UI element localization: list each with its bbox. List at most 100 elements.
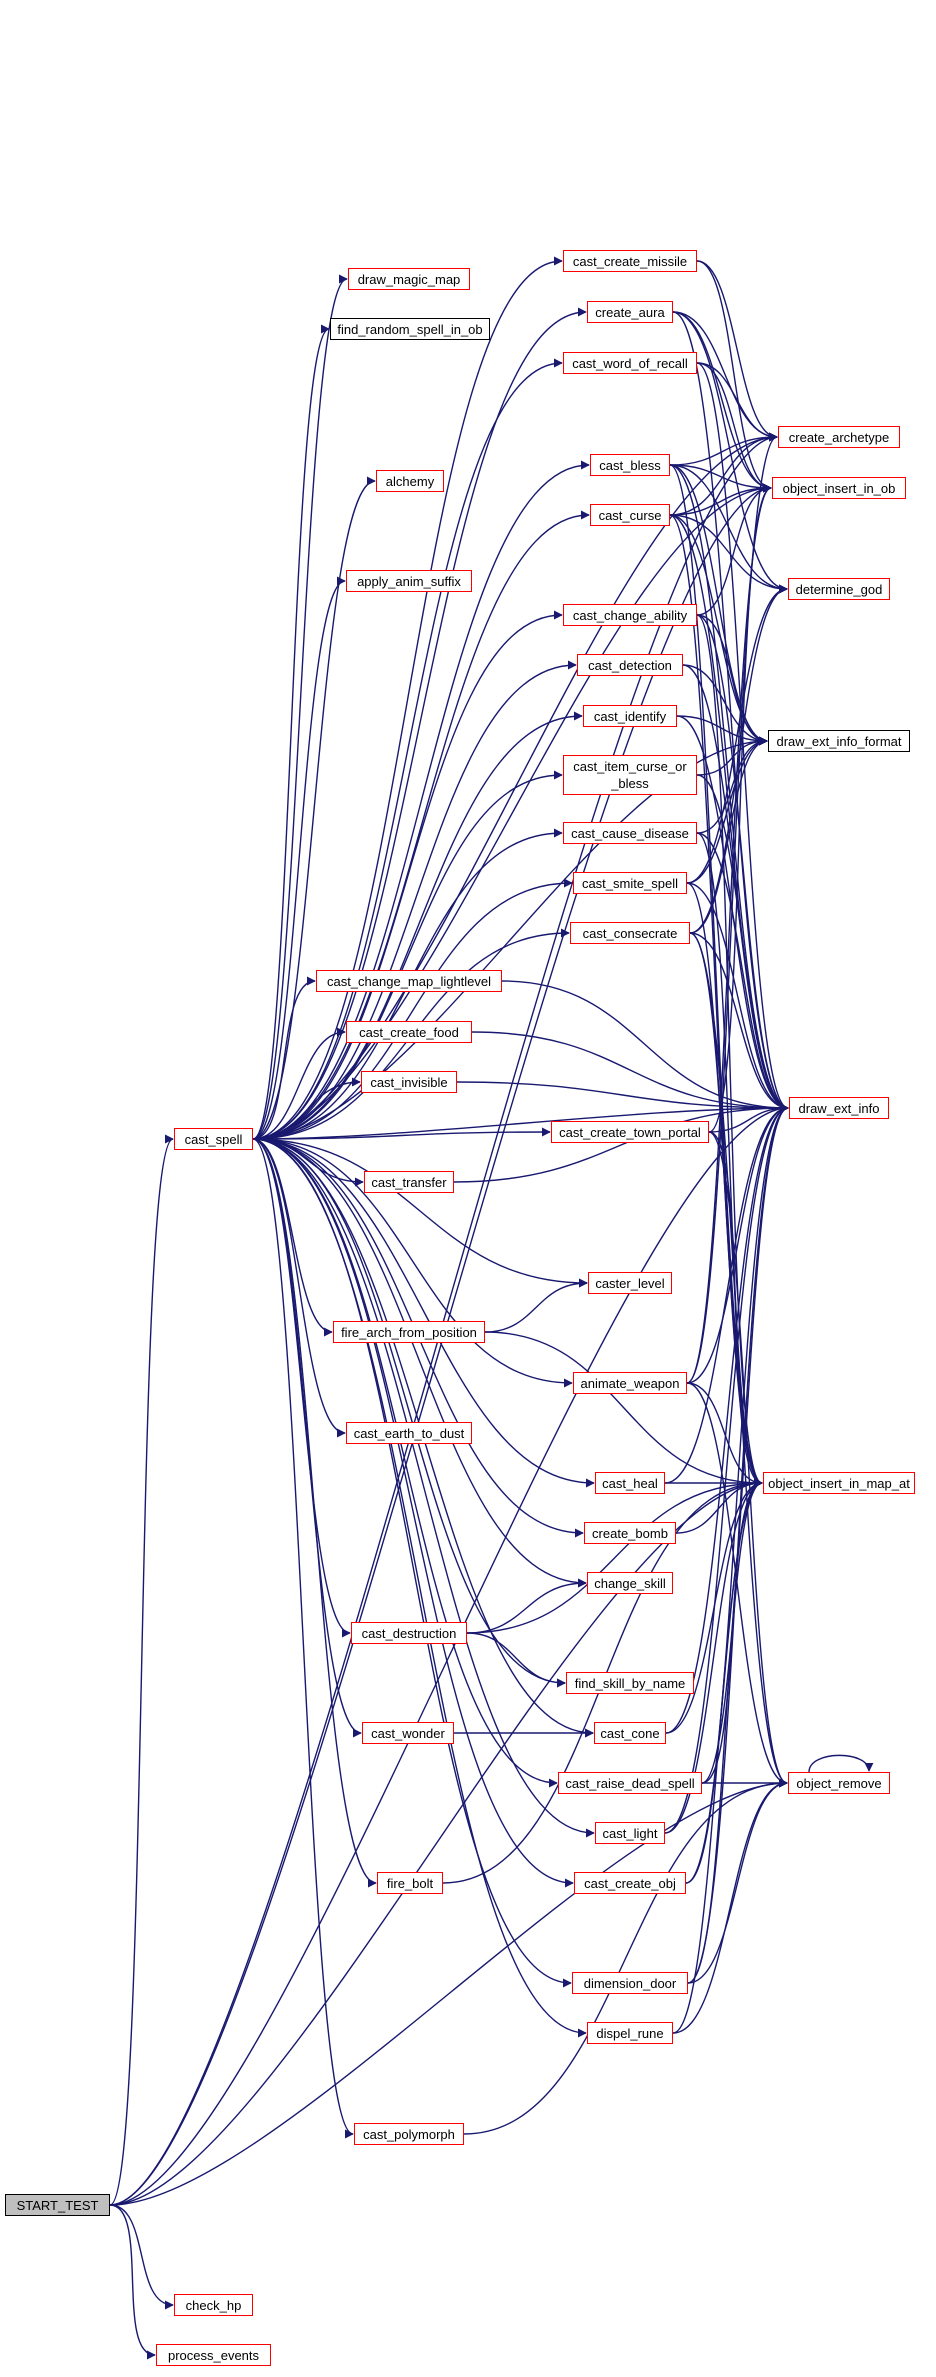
node-check-hp[interactable]: check_hp [174, 2294, 253, 2316]
node-caster-level[interactable]: caster_level [588, 1272, 672, 1294]
node-draw-magic-map[interactable]: draw_magic_map [348, 268, 470, 290]
node-cast-item-curse-or-bless[interactable]: cast_item_curse_or_bless [563, 755, 697, 795]
node-cast-curse[interactable]: cast_curse [590, 504, 670, 526]
edge-cast-spell-to-cast-detection [252, 660, 577, 1140]
node-dispel-rune[interactable]: dispel_rune [587, 2022, 673, 2044]
node-label: create_aura [595, 305, 665, 320]
edge-dispel-rune-to-object-remove [672, 1778, 788, 2034]
edge-cast-create-obj-to-draw-ext-info [685, 1103, 789, 1884]
edge-cast-spell-to-change-skill [252, 1138, 587, 1588]
node-label: draw_ext_info_format [776, 734, 902, 749]
edge-cast-destruction-to-object-insert-in-map-at [466, 1478, 763, 1634]
node-create-archetype[interactable]: create_archetype [778, 426, 900, 448]
edge-cast-destruction-to-find-skill-by-name [466, 1632, 566, 1688]
node-start-test[interactable]: START_TEST [5, 2194, 110, 2216]
node-cast-create-missile[interactable]: cast_create_missile [563, 250, 697, 272]
node-object-insert-in-ob[interactable]: object_insert_in_ob [772, 477, 906, 499]
edge-cast-spell-to-animate-weapon [252, 1138, 573, 1388]
node-label-line-2: _bless [611, 776, 649, 791]
node-label: cast_word_of_recall [572, 356, 688, 371]
node-cast-word-of-recall[interactable]: cast_word_of_recall [563, 352, 697, 374]
edge-cast-change-ability-to-draw-ext-info [696, 614, 789, 1113]
node-label: cast_transfer [371, 1175, 447, 1190]
node-cast-change-ability[interactable]: cast_change_ability [563, 604, 697, 626]
node-cast-cone[interactable]: cast_cone [594, 1722, 666, 1744]
node-label: alchemy [385, 474, 435, 489]
node-apply-anim-suffix[interactable]: apply_anim_suffix [346, 570, 472, 592]
edge-cast-transfer-to-draw-ext-info [453, 1103, 789, 1183]
node-cast-transfer[interactable]: cast_transfer [364, 1171, 454, 1193]
node-label: cast_create_obj [584, 1876, 676, 1891]
node-animate-weapon[interactable]: animate_weapon [573, 1372, 687, 1394]
edge-cast-spell-to-cast-create-obj [252, 1138, 574, 1888]
node-cast-create-town-portal[interactable]: cast_create_town_portal [551, 1121, 709, 1143]
node-cast-raise-dead-spell[interactable]: cast_raise_dead_spell [558, 1772, 702, 1794]
node-dimension-door[interactable]: dimension_door [572, 1972, 688, 1994]
edge-start-test-to-process-events [109, 2204, 156, 2360]
edge-animate-weapon-to-object-insert-in-ob [686, 483, 772, 1384]
edge-cast-spell-to-fire-bolt [252, 1138, 377, 1888]
edge-cast-curse-to-object-insert-in-ob [669, 483, 772, 516]
node-label: cast_bless [599, 458, 661, 473]
node-object-remove[interactable]: object_remove [788, 1772, 890, 1794]
node-fire-arch-from-position[interactable]: fire_arch_from_position [333, 1321, 485, 1343]
edge-cast-curse-to-determine-god [669, 514, 788, 594]
node-process-events[interactable]: process_events [156, 2344, 271, 2366]
edge-cast-change-ability-to-draw-ext-info-format [696, 614, 768, 746]
node-find-random-spell-in-ob[interactable]: find_random_spell_in_ob [330, 318, 490, 340]
edge-cast-spell-to-apply-anim-suffix [252, 576, 346, 1140]
node-fire-bolt[interactable]: fire_bolt [377, 1872, 443, 1894]
node-draw-ext-info[interactable]: draw_ext_info [789, 1097, 889, 1119]
node-cast-consecrate[interactable]: cast_consecrate [570, 922, 690, 944]
edge-cast-spell-to-cast-polymorph [252, 1138, 354, 2139]
node-cast-invisible[interactable]: cast_invisible [361, 1071, 457, 1093]
edge-cast-spell-to-draw-magic-map [252, 274, 348, 1140]
node-cast-create-obj[interactable]: cast_create_obj [574, 1872, 686, 1894]
node-label: cast_cone [600, 1726, 660, 1741]
node-create-aura[interactable]: create_aura [587, 301, 673, 323]
node-label: START_TEST [16, 2198, 99, 2213]
node-cast-polymorph[interactable]: cast_polymorph [354, 2123, 464, 2145]
node-alchemy[interactable]: alchemy [376, 470, 444, 492]
node-label: cast_create_food [359, 1025, 459, 1040]
node-label: caster_level [595, 1276, 665, 1291]
edge-cast-bless-to-object-insert-in-ob [669, 464, 772, 493]
node-cast-heal[interactable]: cast_heal [595, 1472, 665, 1494]
node-cast-cause-disease[interactable]: cast_cause_disease [563, 822, 697, 844]
edge-cast-polymorph-to-object-remove [463, 1778, 788, 2135]
edge-cast-change-ability-to-object-insert-in-ob [696, 483, 772, 616]
edge-cast-bless-to-draw-ext-info [669, 464, 789, 1113]
edge-start-test-to-draw-ext-info [109, 1103, 789, 2206]
edge-cast-change-map-lightlevel-to-draw-ext-info [501, 980, 789, 1113]
node-determine-god[interactable]: determine_god [788, 578, 890, 600]
node-label: create_archetype [788, 430, 890, 445]
node-cast-identify[interactable]: cast_identify [583, 705, 677, 727]
node-create-bomb[interactable]: create_bomb [584, 1522, 676, 1544]
node-cast-change-map-lightlevel[interactable]: cast_change_map_lightlevel [316, 970, 502, 992]
node-object-insert-in-map-at[interactable]: object_insert_in_map_at [763, 1472, 915, 1494]
node-cast-smite-spell[interactable]: cast_smite_spell [573, 872, 687, 894]
node-cast-wonder[interactable]: cast_wonder [362, 1722, 454, 1744]
node-cast-bless[interactable]: cast_bless [590, 454, 670, 476]
node-cast-create-food[interactable]: cast_create_food [346, 1021, 472, 1043]
edge-cast-spell-to-dispel-rune [252, 1138, 587, 2038]
edge-dimension-door-to-draw-ext-info [687, 1103, 789, 1984]
edge-cast-consecrate-to-object-remove [689, 932, 788, 1788]
node-cast-detection[interactable]: cast_detection [577, 654, 683, 676]
edge-cast-spell-to-cast-heal [252, 1138, 595, 1488]
node-label: create_bomb [592, 1526, 668, 1541]
node-draw-ext-info-format[interactable]: draw_ext_info_format [768, 730, 910, 752]
node-find-skill-by-name[interactable]: find_skill_by_name [566, 1672, 694, 1694]
node-cast-spell[interactable]: cast_spell [174, 1128, 253, 1150]
edge-cast-spell-to-cast-word-of-recall [252, 358, 563, 1140]
node-label: cast_wonder [371, 1726, 445, 1741]
node-cast-destruction[interactable]: cast_destruction [351, 1622, 467, 1644]
node-cast-earth-to-dust[interactable]: cast_earth_to_dust [346, 1422, 472, 1444]
edge-cast-spell-to-cast-raise-dead-spell [252, 1138, 558, 1788]
node-change-skill[interactable]: change_skill [587, 1572, 673, 1594]
node-label: cast_detection [588, 658, 672, 673]
edge-cast-spell-to-cast-item-curse-or-bless [252, 770, 563, 1140]
edge-cast-bless-to-create-archetype [669, 432, 778, 466]
node-label: dispel_rune [596, 2026, 664, 2041]
node-cast-light[interactable]: cast_light [595, 1822, 665, 1844]
